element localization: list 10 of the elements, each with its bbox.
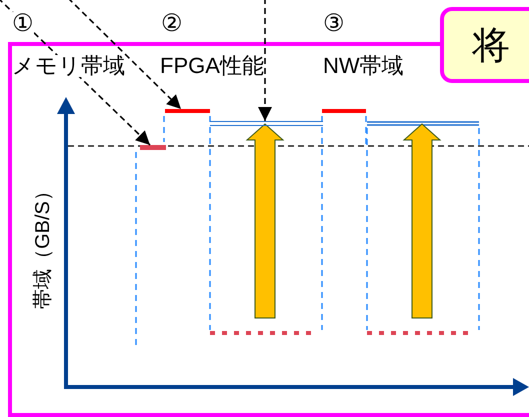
marker-bar xyxy=(140,145,166,150)
section-label: メモリ帯域 xyxy=(12,55,125,77)
callout-number: ① xyxy=(12,12,34,36)
section-label: FPGA性能 xyxy=(160,55,264,77)
level-bar xyxy=(165,109,210,113)
title-box: 将 xyxy=(440,7,529,83)
double-line xyxy=(210,121,323,126)
arrow xyxy=(67,0,182,110)
arrow xyxy=(258,0,272,121)
section-label: NW帯域 xyxy=(323,55,404,77)
